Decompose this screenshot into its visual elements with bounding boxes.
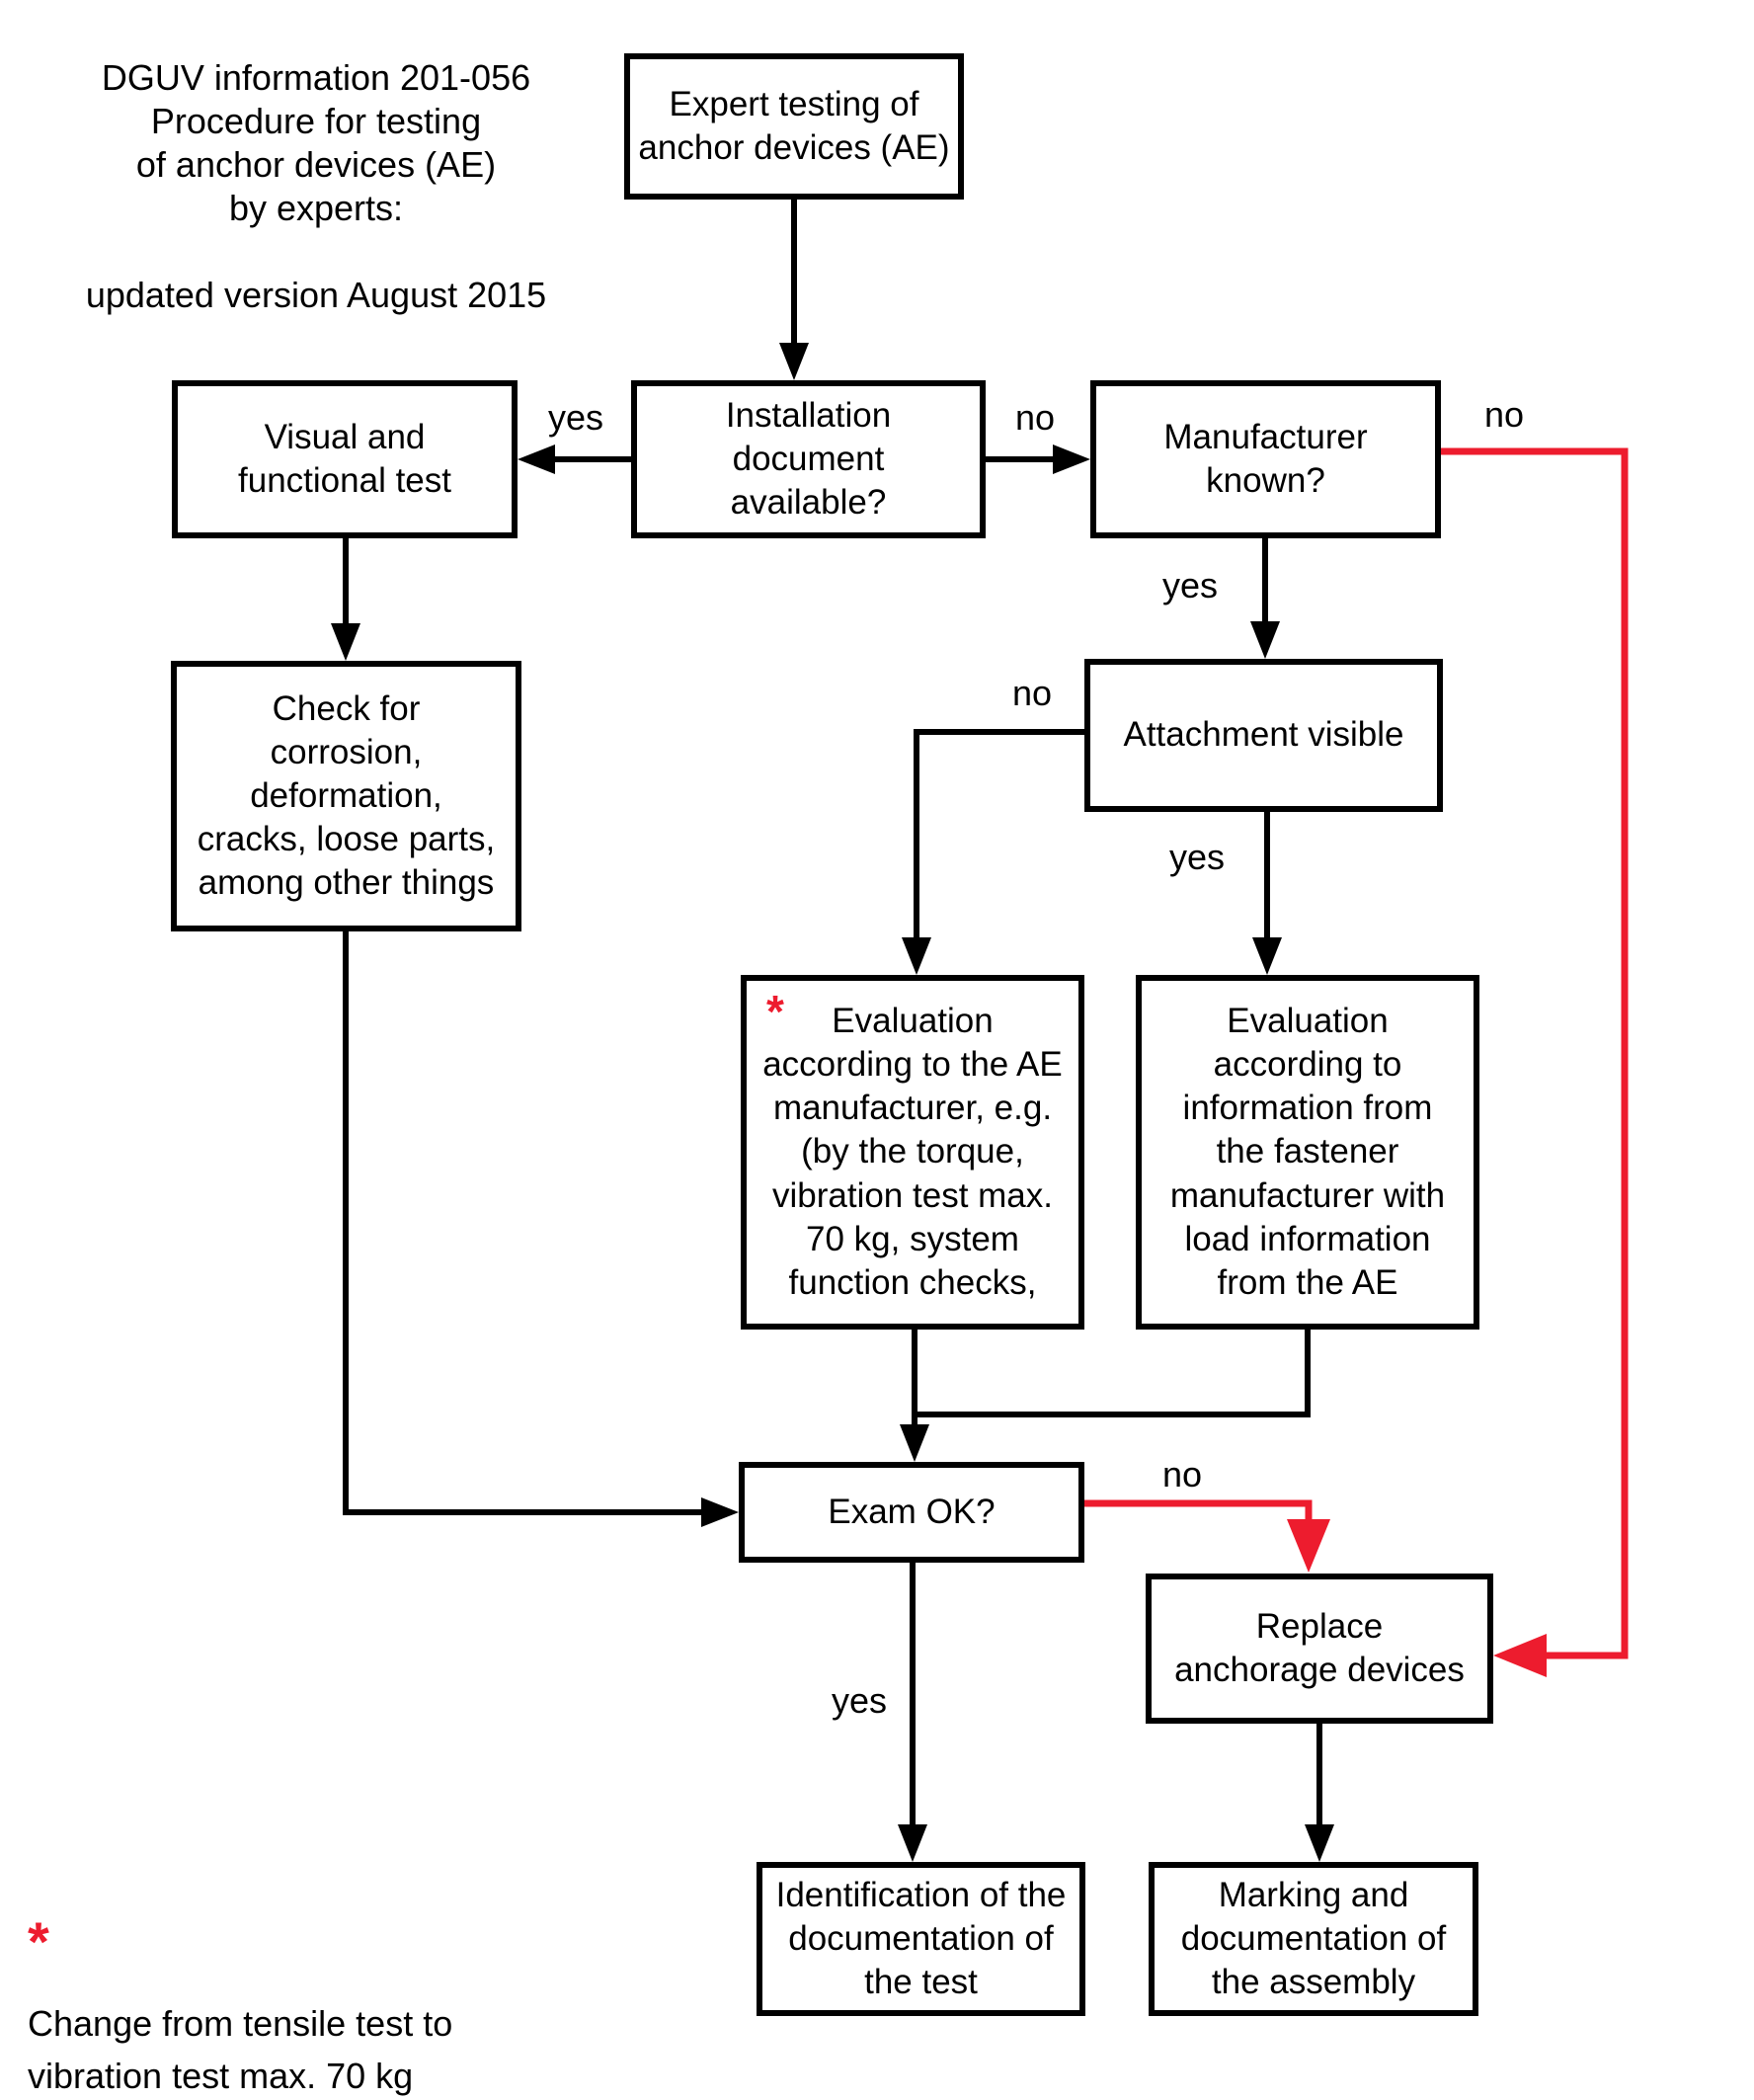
edge-label-no-installation-manufacturer: no bbox=[1014, 397, 1056, 438]
node-evaluation-ae-manufacturer-label: Evaluation according to the AE manufactu… bbox=[762, 1002, 1063, 1302]
node-manufacturer-known-label: Manufacturer known? bbox=[1163, 417, 1368, 500]
arrowhead-replace-to-marking bbox=[1305, 1824, 1334, 1862]
node-evaluation-ae-manufacturer: * Evaluation according to the AE manufac… bbox=[741, 975, 1084, 1330]
node-evaluation-fastener-manufacturer: Evaluation according to information from… bbox=[1136, 975, 1479, 1330]
node-visual-functional-test: Visual and functional test bbox=[172, 380, 518, 538]
node-marking-documentation-label: Marking and documentation of the assembl… bbox=[1180, 1875, 1447, 2002]
asterisk-marker: * bbox=[766, 986, 784, 1037]
arrowhead-manufacturer-to-attachment bbox=[1250, 621, 1280, 659]
edge-label-yes-installation-visual: yes bbox=[547, 397, 604, 438]
node-attachment-visible: Attachment visible bbox=[1084, 659, 1443, 812]
edge-label-no-manufacturer-replace: no bbox=[1483, 394, 1525, 435]
arrowhead-attachment-to-eval-ae bbox=[902, 937, 931, 975]
arrowhead-check-to-exam bbox=[701, 1497, 739, 1527]
node-identification-documentation-label: Identification of the documentation of t… bbox=[775, 1875, 1067, 2002]
node-installation-document: Installation document available? bbox=[631, 380, 986, 538]
node-expert-testing-label: Expert testing of anchor devices (AE) bbox=[638, 84, 950, 167]
edge-label-no-exam-replace: no bbox=[1161, 1454, 1203, 1494]
arrowhead-exam-to-identification bbox=[898, 1824, 927, 1862]
arrow-attachment-to-eval-ae bbox=[914, 729, 1084, 937]
arrowhead-installation-to-visual bbox=[518, 444, 555, 474]
node-attachment-visible-label: Attachment visible bbox=[1123, 715, 1404, 755]
node-check-corrosion: Check for corrosion, deformation, cracks… bbox=[171, 661, 521, 931]
arrow-exam-to-replace-red bbox=[1084, 1499, 1313, 1521]
footnote-text: Change from tensile test to vibration te… bbox=[28, 2003, 453, 2096]
edge-label-yes-exam-identification: yes bbox=[831, 1680, 888, 1721]
arrowhead-evals-merge-to-exam bbox=[900, 1424, 929, 1462]
node-identification-documentation: Identification of the documentation of t… bbox=[757, 1862, 1085, 2016]
arrowhead-manufacturer-to-replace-red bbox=[1493, 1634, 1547, 1677]
arrow-evals-merge-to-exam bbox=[912, 1330, 1311, 1426]
node-evaluation-fastener-manufacturer-label: Evaluation according to information from… bbox=[1169, 1002, 1446, 1302]
arrowhead-exam-to-replace-red bbox=[1287, 1519, 1330, 1573]
arrowhead-attachment-to-eval-fastener bbox=[1252, 937, 1282, 975]
edge-label-no-attachment-eval: no bbox=[1011, 673, 1053, 713]
node-exam-ok-label: Exam OK? bbox=[828, 1492, 996, 1531]
node-manufacturer-known: Manufacturer known? bbox=[1090, 380, 1441, 538]
node-visual-functional-test-label: Visual and functional test bbox=[238, 417, 451, 500]
arrowhead-visual-to-check bbox=[331, 623, 360, 661]
arrowhead-installation-to-manufacturer bbox=[1053, 444, 1090, 474]
node-check-corrosion-label: Check for corrosion, deformation, cracks… bbox=[197, 688, 496, 903]
edge-label-yes-manufacturer-attachment: yes bbox=[1161, 565, 1219, 606]
footnote-asterisk-marker: * bbox=[28, 1910, 49, 1973]
arrow-check-to-exam bbox=[343, 931, 701, 1515]
node-installation-document-label: Installation document available? bbox=[725, 395, 892, 523]
node-expert-testing: Expert testing of anchor devices (AE) bbox=[624, 53, 964, 200]
node-replace-anchorage-devices-label: Replace anchorage devices bbox=[1174, 1606, 1465, 1689]
edge-label-yes-attachment-eval: yes bbox=[1168, 837, 1226, 877]
diagram-title: DGUV information 201-056 Procedure for t… bbox=[101, 57, 531, 228]
arrowhead-expert-to-installation bbox=[779, 343, 809, 380]
node-exam-ok: Exam OK? bbox=[739, 1462, 1084, 1563]
node-marking-documentation: Marking and documentation of the assembl… bbox=[1149, 1862, 1478, 2016]
arrow-manufacturer-to-replace-red bbox=[1441, 447, 1629, 1659]
node-replace-anchorage-devices: Replace anchorage devices bbox=[1146, 1574, 1493, 1724]
diagram-version-note: updated version August 2015 bbox=[85, 275, 547, 315]
